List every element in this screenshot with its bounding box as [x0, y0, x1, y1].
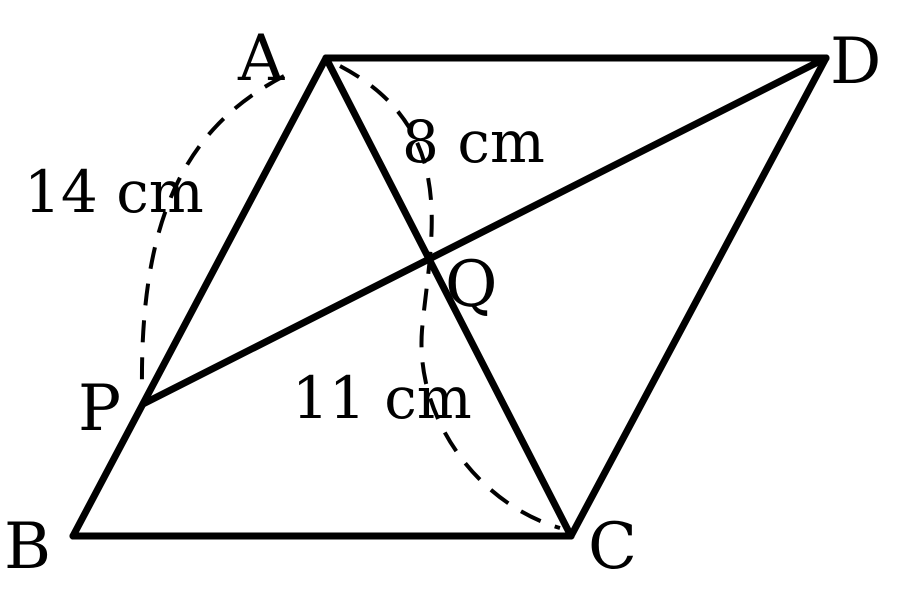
- measure-label-ap: 14 cm: [24, 158, 204, 226]
- measure-label-aq: 8 cm: [402, 108, 545, 176]
- vertex-label-q: Q: [445, 248, 497, 322]
- side-dc: [567, 54, 830, 540]
- vertex-label-p: P: [78, 372, 121, 446]
- diagonal-ac: [322, 54, 575, 540]
- vertex-label-b: B: [4, 510, 51, 584]
- side-ba: [69, 54, 330, 540]
- segment-pd: [139, 54, 830, 408]
- vertex-label-d: D: [830, 25, 881, 99]
- measure-label-qc: 11 cm: [292, 364, 472, 432]
- vertex-label-c: C: [588, 510, 637, 584]
- arc-ap: [139, 74, 285, 389]
- arc-ac: [339, 64, 561, 530]
- vertex-label-a: A: [237, 22, 285, 96]
